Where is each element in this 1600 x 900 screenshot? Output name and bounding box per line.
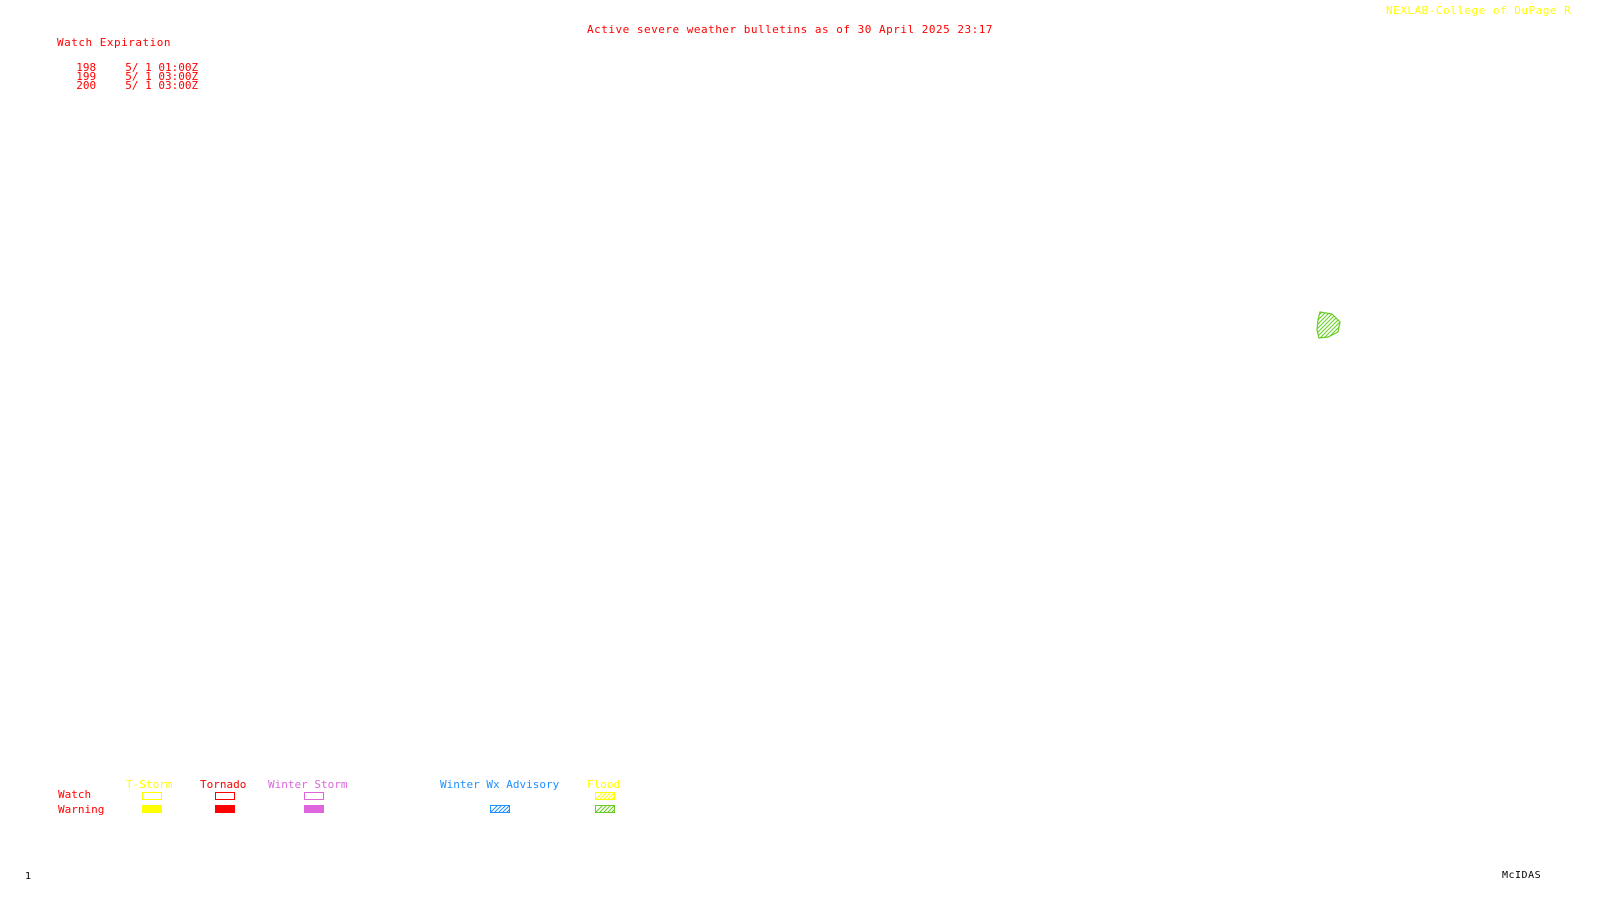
flood-watch-swatch xyxy=(595,792,615,800)
watch-expiration: 5/ 1 01:00Z xyxy=(125,61,199,74)
winter-wx-advisory-swatch xyxy=(490,805,510,813)
frame-number: 1 xyxy=(25,871,32,882)
legend-winter-storm-label: Winter Storm xyxy=(268,778,348,791)
watch-row: 198 5/ 1 01:00Z xyxy=(63,53,198,73)
watch-expiration-header: Watch Expiration xyxy=(57,36,171,49)
watch-expiration: 5/ 1 03:00Z xyxy=(125,70,199,83)
legend-warning-row-label: Warning xyxy=(58,803,105,816)
tstorm-watch-swatch xyxy=(142,792,162,800)
software-label: McIDAS xyxy=(1502,870,1542,881)
watch-row: 200 5/ 1 03:00Z xyxy=(63,71,198,91)
watch-expiration: 5/ 1 03:00Z xyxy=(125,79,199,92)
legend-watch-row-label: Watch xyxy=(58,788,92,801)
watch-number: 200 xyxy=(76,79,97,92)
watch-number: 199 xyxy=(76,70,97,83)
tornado-watch-swatch xyxy=(215,792,235,800)
legend-flood-label: Flood xyxy=(587,778,621,791)
flood-warning-swatch xyxy=(595,805,615,813)
winter-storm-warning-swatch xyxy=(304,805,324,813)
winter-storm-watch-swatch xyxy=(304,792,324,800)
watch-number: 198 xyxy=(76,61,97,74)
watch-row: 199 5/ 1 03:00Z xyxy=(63,62,198,82)
legend-winter-wx-advisory-label: Winter Wx Advisory xyxy=(440,778,560,791)
page-title: Active severe weather bulletins as of 30… xyxy=(587,23,993,36)
tornado-warning-swatch xyxy=(215,805,235,813)
legend-tornado-label: Tornado xyxy=(200,778,247,791)
tstorm-warning-swatch xyxy=(142,805,162,813)
legend-tstorm-label: T-Storm xyxy=(126,778,173,791)
credit-label: NEXLAB-College of DuPage R xyxy=(1386,4,1572,17)
flood-warning-polygon xyxy=(1316,311,1341,339)
